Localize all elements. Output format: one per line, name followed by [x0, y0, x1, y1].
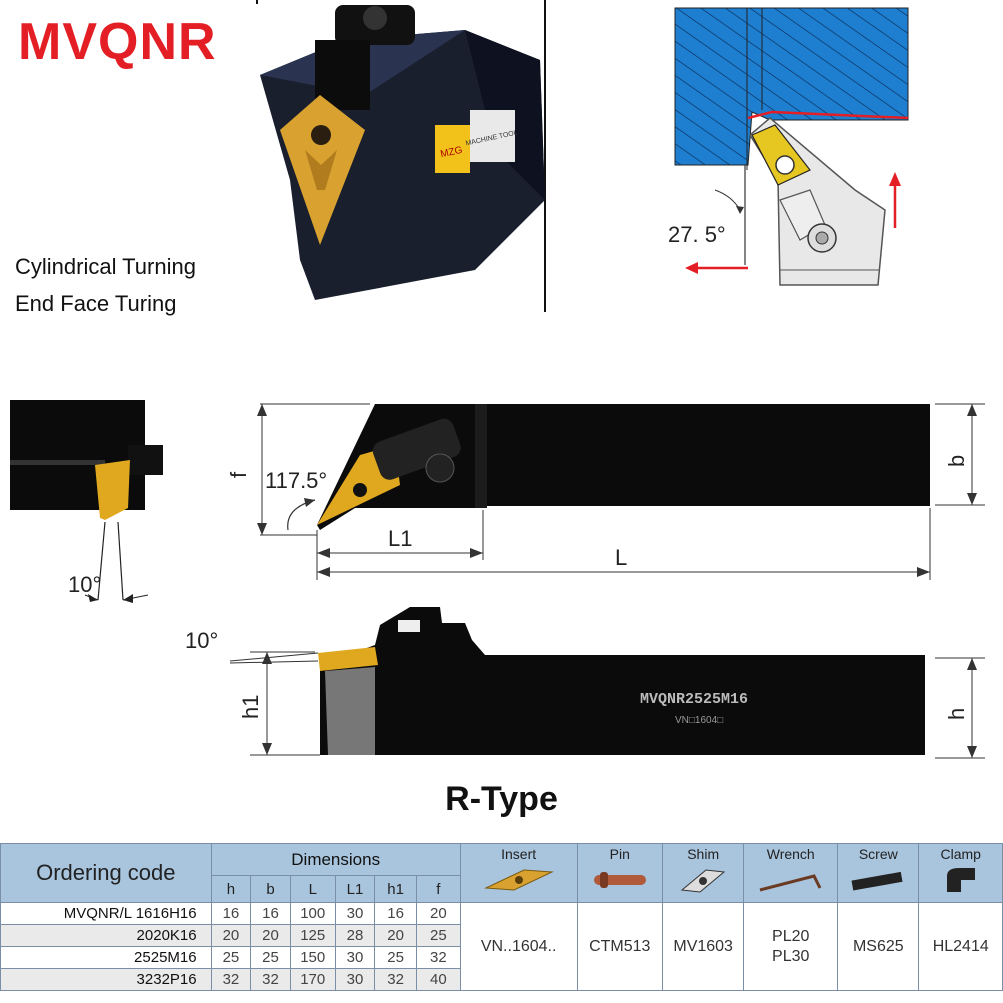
- side-view-diagram: MVQNR2525M16 VN□1604□ 10° h1: [185, 607, 925, 756]
- part-header-shim: Shim: [661, 843, 745, 903]
- col-f: f: [415, 875, 461, 903]
- cell-L1: 28: [334, 924, 376, 947]
- col-b: b: [250, 875, 291, 903]
- part-header-pin: Pin: [576, 843, 664, 903]
- dim-L1: L1: [388, 526, 412, 551]
- product-photo: MZG MACHINE TOOL: [256, 0, 546, 312]
- cell-L1: 30: [334, 968, 376, 991]
- col-h: h: [210, 875, 252, 903]
- top-view-diagram: f 117.5° L1 L: [226, 403, 931, 580]
- col-L1: L1: [334, 875, 376, 903]
- feature-cylindrical-turning: Cylindrical Turning: [15, 254, 196, 279]
- cell-L: 125: [289, 924, 336, 947]
- page-title: MVQNR: [18, 13, 217, 71]
- clamp-icon: [946, 868, 975, 892]
- spec-table: Ordering code Dimensions Insert Pin Shim…: [0, 843, 1003, 991]
- wrench-value: PL20 PL30: [743, 902, 839, 991]
- row-code: MVQNR/L 1616H16: [0, 902, 212, 925]
- cell-h1: 16: [374, 902, 417, 925]
- dim-top-angle: 117.5°: [265, 468, 327, 493]
- dimensions-header: Dimensions: [210, 843, 461, 876]
- wrench-icon: [759, 874, 822, 892]
- ordering-code-header: Ordering code: [0, 843, 212, 903]
- col-L: L: [289, 875, 336, 903]
- cell-f: 32: [415, 946, 461, 969]
- cell-h1: 20: [374, 924, 417, 947]
- dim-L: L: [615, 545, 627, 570]
- part-header-wrench: Wrench: [743, 843, 839, 903]
- cell-h: 16: [210, 902, 252, 925]
- col-h1: h1: [374, 875, 417, 903]
- feature-end-face-turning: End Face Turing: [15, 291, 177, 316]
- table-row: MVQNR/L 1616H16 16 16 100 30 16 20 VN..1…: [0, 902, 1003, 991]
- part-header-insert: Insert: [459, 843, 578, 903]
- cell-L: 150: [289, 946, 336, 969]
- part-header-clamp: Clamp: [918, 843, 1003, 903]
- insert-icon: [483, 869, 554, 891]
- cell-L: 170: [289, 968, 336, 991]
- cell-h: 25: [210, 946, 252, 969]
- side-clearance-angle: 10°: [68, 572, 101, 597]
- shim-value: MV1603: [661, 902, 745, 991]
- cell-L1: 30: [334, 902, 376, 925]
- row-code: 2525M16: [0, 946, 212, 969]
- cell-L: 100: [289, 902, 336, 925]
- cell-h: 32: [210, 968, 252, 991]
- cell-b: 25: [250, 946, 291, 969]
- cell-b: 20: [250, 924, 291, 947]
- dim-f: f: [226, 471, 251, 478]
- insert-value: VN..1604..: [459, 902, 578, 991]
- table-row: 2020K16 20 20 125 28 20 25: [0, 924, 1003, 947]
- clamp-value: HL2414: [918, 902, 1003, 991]
- cell-h: 20: [210, 924, 252, 947]
- cell-L1: 30: [334, 946, 376, 969]
- cell-f: 40: [415, 968, 461, 991]
- cell-b: 32: [250, 968, 291, 991]
- part-header-screw: Screw: [837, 843, 920, 903]
- cell-b: 16: [250, 902, 291, 925]
- pin-value: CTM513: [576, 902, 664, 991]
- row-code: 3232P16: [0, 968, 212, 991]
- end-view-diagram: 10°: [10, 400, 163, 603]
- cell-f: 25: [415, 924, 461, 947]
- photo-badge-left: MZG: [439, 145, 463, 160]
- cell-f: 20: [415, 902, 461, 925]
- shim-icon: [680, 869, 726, 893]
- screw-icon: [851, 871, 903, 891]
- machining-diagram: 27. 5°: [668, 7, 909, 286]
- front-clearance-angle: 10°: [185, 628, 218, 653]
- tool-marking: MVQNR2525M16: [640, 691, 748, 708]
- tool-sub-marking: VN□1604□: [675, 715, 723, 726]
- pin-icon: [593, 872, 646, 888]
- dim-b-marker: b: [935, 403, 985, 506]
- cell-h1: 32: [374, 968, 417, 991]
- approach-angle-label: 27. 5°: [668, 222, 726, 247]
- dim-h: h: [944, 708, 969, 720]
- type-label: R-Type: [445, 780, 558, 818]
- dim-h-marker: h: [935, 657, 985, 759]
- cell-h1: 25: [374, 946, 417, 969]
- table-row: 3232P16 32 32 170 30 32 40: [0, 968, 1003, 991]
- row-code: 2020K16: [0, 924, 212, 947]
- screw-value: MS625: [837, 902, 920, 991]
- dim-h1: h1: [238, 695, 263, 719]
- dim-b: b: [944, 455, 969, 467]
